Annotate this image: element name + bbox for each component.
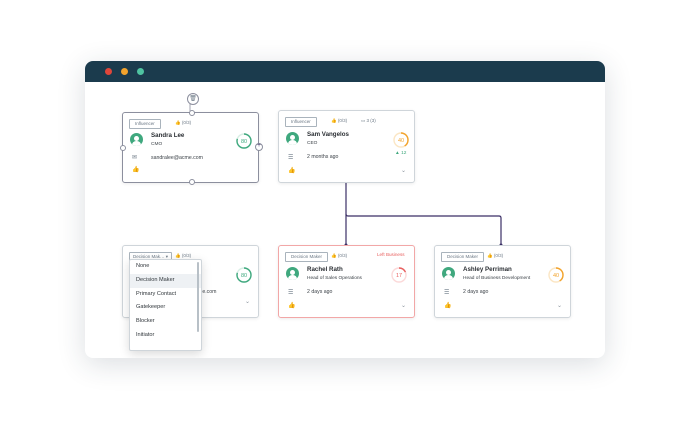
minimize-dot-icon[interactable] bbox=[121, 68, 128, 75]
list-icon: ☰ bbox=[288, 290, 294, 296]
dropdown-scrollbar[interactable] bbox=[197, 262, 199, 332]
window-titlebar bbox=[85, 61, 605, 82]
chevron-down-icon[interactable]: ⌄ bbox=[401, 303, 407, 309]
chevron-down-icon[interactable]: ⌄ bbox=[245, 299, 251, 305]
like-count: 👍 (0/3) bbox=[175, 120, 192, 125]
dropdown-option-none[interactable]: None bbox=[136, 263, 150, 269]
score-value: 40 bbox=[398, 138, 404, 144]
thumbs-up-icon[interactable]: 👍 bbox=[288, 168, 296, 174]
contact-role: CMO bbox=[151, 142, 163, 147]
contact-role: Head of Business Development bbox=[463, 276, 531, 281]
connect-handle-bottom[interactable] bbox=[189, 179, 195, 185]
score-ring: 80 bbox=[236, 133, 252, 149]
delete-icon[interactable]: 🗑 bbox=[187, 93, 199, 105]
contact-email[interactable]: me.com bbox=[198, 289, 217, 295]
last-contact-time: 2 days ago bbox=[307, 289, 333, 295]
score-value: 17 bbox=[396, 273, 402, 279]
contact-card-sam[interactable]: Influencer 👍 (0/3) ▭ 3 (3) Sam Vangelos … bbox=[278, 110, 415, 183]
score-ring: 40 bbox=[548, 267, 564, 283]
contact-card-ashley[interactable]: Decision Maker 👍 (0/3) Ashley Perriman H… bbox=[434, 245, 571, 318]
last-contact-time: 2 days ago bbox=[463, 289, 489, 295]
dropdown-option-initiator[interactable]: Initiator bbox=[136, 331, 155, 338]
contact-role: CEO bbox=[307, 141, 318, 146]
score-value: 80 bbox=[241, 139, 247, 145]
score-ring: 17 bbox=[391, 267, 407, 283]
close-dot-icon[interactable] bbox=[105, 68, 112, 75]
role-dropdown-menu[interactable]: None Decision Maker Primary Contact Gate… bbox=[129, 259, 202, 351]
org-chart-canvas[interactable]: 🗑 Influencer 👍 (0/3) Sandra Lee CMO ✉ sa… bbox=[85, 82, 605, 358]
score-value: 40 bbox=[553, 273, 559, 279]
contact-card-rachel[interactable]: Decision Maker 👍 (0/3) Left Business Rac… bbox=[278, 245, 415, 318]
contact-name: Sandra Lee bbox=[151, 132, 185, 139]
chevron-down-icon[interactable]: ⌄ bbox=[401, 168, 407, 174]
score-ring: 40 bbox=[393, 132, 409, 148]
avatar bbox=[442, 267, 455, 280]
chevron-down-icon[interactable]: ⌄ bbox=[557, 303, 563, 309]
last-contact-time: 2 months ago bbox=[307, 154, 339, 160]
like-count: 👍 (0/3) bbox=[487, 253, 504, 258]
role-tag[interactable]: Influencer bbox=[285, 117, 317, 127]
dropdown-option-gatekeeper[interactable]: Gatekeeper bbox=[136, 304, 166, 311]
connect-handle-top[interactable] bbox=[189, 110, 195, 116]
avatar bbox=[286, 132, 299, 145]
score-value: 80 bbox=[241, 273, 247, 279]
app-window: 🗑 Influencer 👍 (0/3) Sandra Lee CMO ✉ sa… bbox=[85, 61, 605, 358]
like-count: 👍 (0/3) bbox=[175, 253, 192, 258]
contact-card-sandra[interactable]: Influencer 👍 (0/3) Sandra Lee CMO ✉ sand… bbox=[120, 110, 263, 185]
maximize-dot-icon[interactable] bbox=[137, 68, 144, 75]
add-connection-icon[interactable]: + bbox=[255, 143, 263, 151]
dropdown-option-blocker[interactable]: Blocker bbox=[136, 318, 155, 325]
score-delta: ▲ 12 bbox=[395, 151, 407, 156]
contact-name: Rachel Rath bbox=[307, 266, 343, 273]
status-badge: Left Business bbox=[377, 252, 405, 257]
role-tag[interactable]: Influencer bbox=[129, 119, 161, 129]
avatar bbox=[286, 267, 299, 280]
score-ring: 80 bbox=[236, 267, 252, 283]
avatar bbox=[130, 133, 143, 146]
thumbs-up-icon[interactable]: 👍 bbox=[132, 167, 140, 173]
mail-icon: ✉ bbox=[132, 155, 138, 161]
role-tag[interactable]: Decision Maker bbox=[285, 252, 329, 262]
like-count: 👍 (0/3) bbox=[331, 118, 348, 123]
task-count: ▭ 3 (3) bbox=[361, 118, 376, 123]
contact-email[interactable]: sandralee@acme.com bbox=[151, 155, 203, 161]
role-tag[interactable]: Decision Maker bbox=[441, 252, 485, 262]
contact-name: Ashley Perriman bbox=[463, 266, 512, 273]
list-icon: ☰ bbox=[444, 290, 450, 296]
thumbs-up-icon[interactable]: 👍 bbox=[288, 303, 296, 309]
dropdown-option-primary-contact[interactable]: Primary Contact bbox=[136, 290, 177, 297]
dropdown-option-decision-maker[interactable]: Decision Maker bbox=[130, 273, 201, 288]
thumbs-up-icon[interactable]: 👍 bbox=[444, 303, 452, 309]
contact-name: Sam Vangelos bbox=[307, 131, 349, 138]
like-count: 👍 (0/3) bbox=[331, 253, 348, 258]
connect-handle-left[interactable] bbox=[120, 145, 126, 151]
contact-role: Head of Sales Operations bbox=[307, 276, 362, 281]
list-icon: ☰ bbox=[288, 155, 294, 161]
